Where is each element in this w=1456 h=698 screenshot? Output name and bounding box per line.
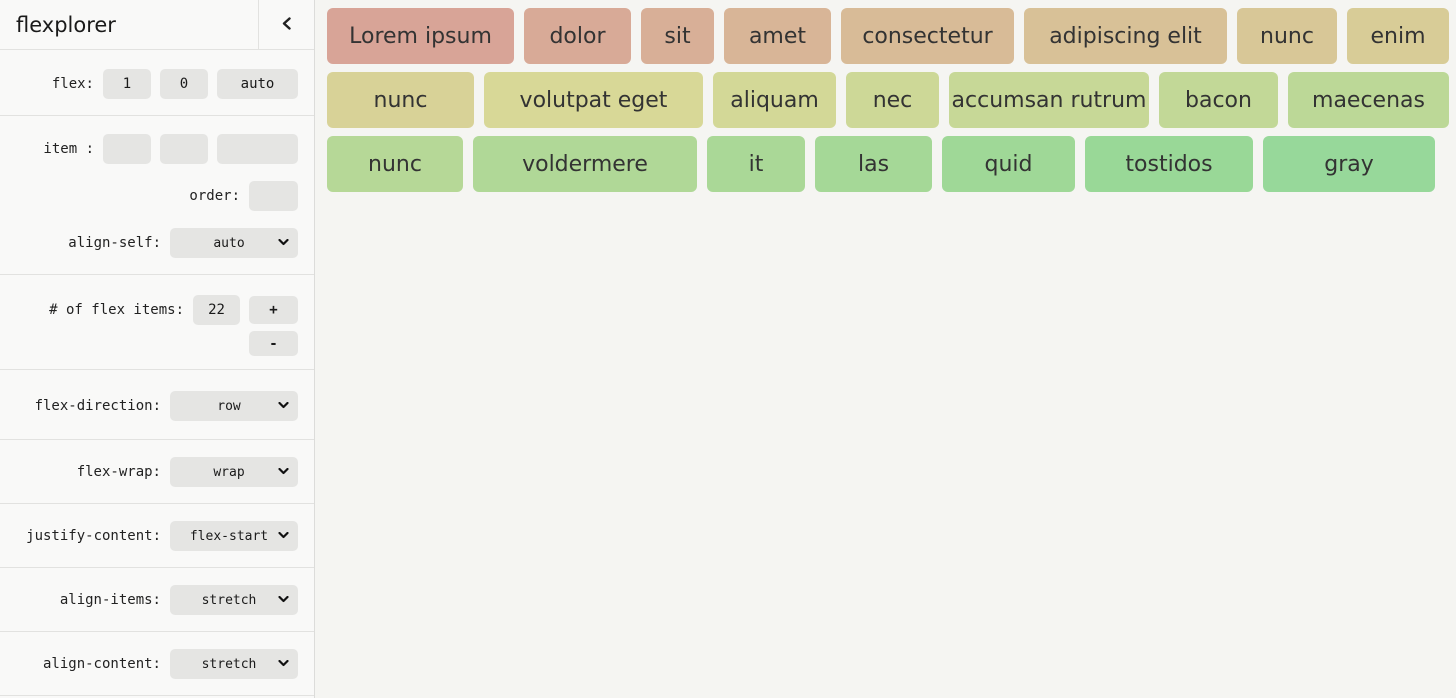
flex-item[interactable]: amet — [724, 8, 831, 64]
align-content-select[interactable]: stretch — [170, 649, 298, 679]
chevron-down-icon — [278, 401, 289, 409]
flex-item[interactable]: dolor — [524, 8, 631, 64]
item-properties-group: item : order: align-self: auto — [0, 116, 314, 275]
flex-grow-input[interactable] — [103, 69, 151, 99]
flex-item[interactable]: adipiscing elit — [1024, 8, 1227, 64]
flex-item[interactable]: it — [707, 136, 805, 192]
flex-direction-group: flex-direction: row — [0, 370, 314, 440]
chevron-down-icon — [278, 238, 289, 246]
chevron-left-icon — [282, 15, 291, 34]
sidebar-header: flexplorer — [0, 0, 314, 50]
align-items-value: stretch — [201, 592, 257, 608]
item-flex-basis-input[interactable] — [217, 134, 298, 164]
item-flex-shrink-input[interactable] — [160, 134, 208, 164]
flex-item[interactable]: accumsan rutrum — [949, 72, 1149, 128]
flex-wrap-value: wrap — [213, 464, 245, 480]
item-label: item : — [43, 141, 94, 157]
flex-item[interactable]: voldermere — [473, 136, 697, 192]
flex-item[interactable]: volutpat eget — [484, 72, 703, 128]
flex-item[interactable]: tostidos — [1085, 136, 1253, 192]
flex-item[interactable]: maecenas — [1288, 72, 1449, 128]
align-self-select[interactable]: auto — [170, 228, 298, 258]
align-items-group: align-items: stretch — [0, 568, 314, 632]
chevron-down-icon — [278, 467, 289, 475]
flex-wrap-group: flex-wrap: wrap — [0, 440, 314, 504]
align-items-label: align-items: — [59, 592, 161, 608]
justify-content-group: justify-content: flex-start — [0, 504, 314, 568]
chevron-down-icon — [278, 595, 289, 603]
flex-item[interactable]: nunc — [1237, 8, 1337, 64]
justify-content-value: flex-start — [189, 528, 269, 544]
flex-direction-value: row — [217, 398, 241, 414]
justify-content-label: justify-content: — [26, 528, 161, 544]
flex-item[interactable]: las — [815, 136, 932, 192]
flex-item[interactable]: consectetur — [841, 8, 1014, 64]
flex-wrap-label: flex-wrap: — [76, 464, 161, 480]
item-count-input[interactable] — [193, 295, 240, 325]
chevron-down-icon — [278, 659, 289, 667]
order-label: order: — [189, 188, 240, 204]
sidebar-collapse-button[interactable] — [258, 0, 314, 49]
flex-item[interactable]: aliquam — [713, 72, 836, 128]
flex-item[interactable]: enim — [1347, 8, 1449, 64]
chevron-down-icon — [278, 531, 289, 539]
order-input[interactable] — [249, 181, 298, 211]
align-content-value: stretch — [201, 656, 257, 672]
item-flex-grow-input[interactable] — [103, 134, 151, 164]
justify-content-select[interactable]: flex-start — [170, 521, 298, 551]
flex-item[interactable]: sit — [641, 8, 714, 64]
align-self-value: auto — [213, 235, 245, 251]
flex-item[interactable]: nec — [846, 72, 939, 128]
item-count-label: # of flex items: — [49, 302, 184, 318]
remove-item-button[interactable]: - — [249, 331, 298, 356]
flex-item[interactable]: nunc — [327, 72, 474, 128]
flex-item[interactable]: gray — [1263, 136, 1435, 192]
flex-item[interactable]: nunc — [327, 136, 463, 192]
flex-shorthand-group: flex: — [0, 50, 314, 116]
flex-item[interactable]: quid — [942, 136, 1075, 192]
align-content-group: align-content: stretch — [0, 632, 314, 696]
align-content-label: align-content: — [42, 656, 161, 672]
add-item-button[interactable]: + — [249, 296, 298, 324]
flex-item[interactable]: Lorem ipsum — [327, 8, 514, 64]
align-items-select[interactable]: stretch — [170, 585, 298, 615]
sidebar: flexplorer flex: item : order: align-sel… — [0, 0, 315, 698]
flex-wrap-select[interactable]: wrap — [170, 457, 298, 487]
flex-item[interactable]: bacon — [1159, 72, 1278, 128]
flex-shrink-input[interactable] — [160, 69, 208, 99]
app-title: flexplorer — [16, 12, 116, 37]
flex-basis-input[interactable] — [217, 69, 298, 99]
flex-direction-label: flex-direction: — [34, 398, 161, 414]
item-count-group: # of flex items: + - — [0, 275, 314, 370]
align-self-label: align-self: — [68, 235, 161, 251]
flex-label: flex: — [51, 76, 94, 92]
flex-direction-select[interactable]: row — [170, 391, 298, 421]
